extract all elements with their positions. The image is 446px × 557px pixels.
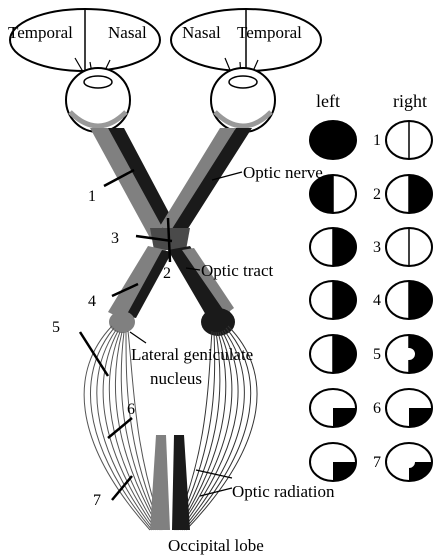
lesion-marker-3: 3 (111, 230, 119, 247)
occipital-lobe (150, 435, 190, 530)
lesion-marker-2: 2 (163, 265, 171, 282)
temporal-left-label: Temporal (8, 23, 73, 42)
field-row-number: 3 (373, 239, 381, 256)
right-eyeball (211, 68, 275, 132)
nasal-right-label: Nasal (182, 23, 221, 42)
field-row-6: 6 (310, 389, 432, 427)
field-row-1: 1 (310, 121, 432, 159)
lesion-marker-6: 6 (127, 401, 135, 418)
field-row-2: 2 (310, 175, 432, 213)
right-optic-nerve (160, 128, 252, 238)
field-row-number: 4 (373, 292, 381, 309)
optic-nerve-label: Optic nerve (243, 163, 323, 182)
lesion-6-line (108, 418, 132, 438)
occipital-lobe-label: Occipital lobe (168, 536, 264, 555)
lesion-marker-5: 5 (52, 319, 60, 336)
optic-radiation-label: Optic radiation (232, 482, 335, 501)
field-row-number: 7 (373, 454, 381, 471)
left-optic-tract (108, 246, 172, 322)
field-row-3: 3 (310, 228, 432, 266)
field-row-number: 5 (373, 346, 381, 363)
field-row-7: 7 (310, 443, 432, 481)
field-row-number: 1 (373, 132, 381, 149)
lateral-geniculate-label: Lateral geniculate (131, 345, 253, 364)
left-eyeball (66, 68, 130, 132)
field-row-5: 5 (310, 335, 432, 373)
lesion-marker-4: 4 (88, 293, 96, 310)
lesion-7-line (112, 476, 132, 500)
field-header-left: left (316, 91, 340, 111)
field-row-4: 4 (310, 281, 432, 319)
right-lateral-geniculate-nucleus (201, 308, 235, 336)
lesion-marker-1: 1 (88, 188, 96, 205)
field-row-number: 2 (373, 186, 381, 203)
field-row-number: 6 (373, 400, 381, 417)
field-header-right: right (393, 91, 427, 111)
lesion-marker-7: 7 (93, 492, 101, 509)
nucleus-label: nucleus (150, 369, 202, 388)
temporal-right-label: Temporal (237, 23, 302, 42)
optic-tract-label: Optic tract (201, 261, 273, 280)
nasal-left-label: Nasal (108, 23, 147, 42)
